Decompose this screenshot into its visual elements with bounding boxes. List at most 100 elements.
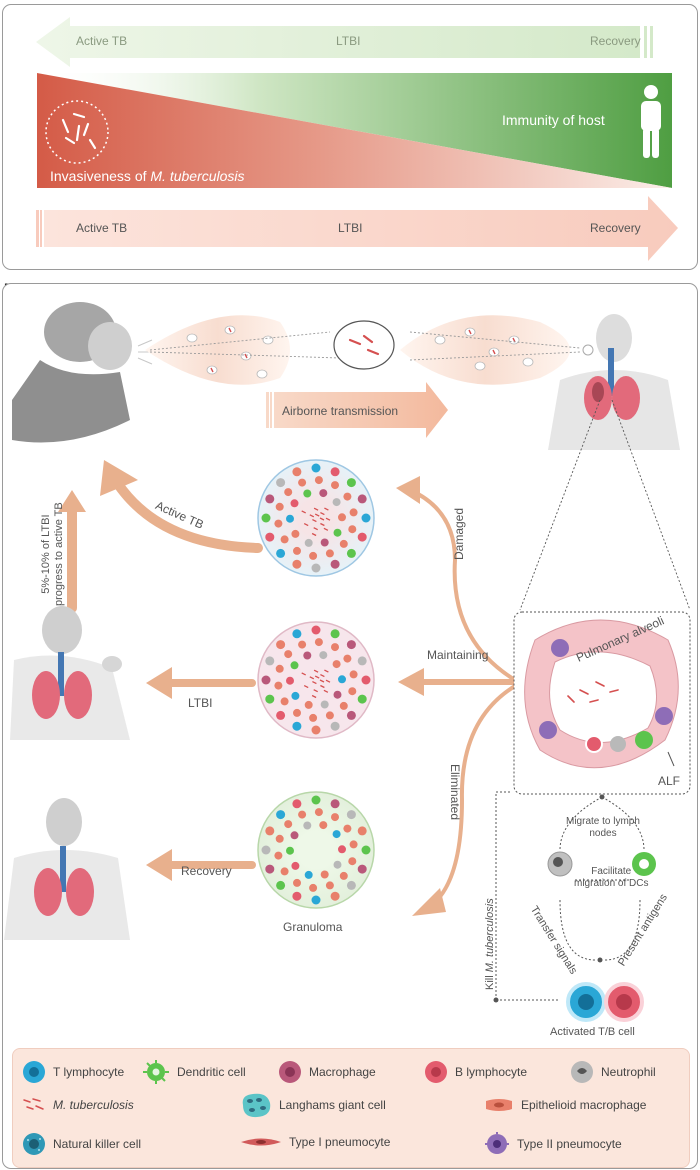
facilitate-label-line1: Facilitate <box>591 866 632 877</box>
invasiveness-prefix: Invasiveness of <box>50 168 151 184</box>
granuloma-cell <box>331 813 339 822</box>
granuloma-cell <box>348 525 357 534</box>
granuloma-cell <box>349 840 358 849</box>
migrate-label: Migrate to lymph nodes <box>566 816 640 840</box>
granuloma-cell <box>284 820 293 829</box>
legend-type-ii-pneumocyte-label: Type II pneumocyte <box>517 1137 622 1151</box>
granuloma-cell <box>265 532 275 542</box>
bacterium <box>309 676 315 680</box>
legend-type-ii-pneumocyte: Type II pneumocyte <box>483 1131 622 1157</box>
granuloma-cell <box>293 878 301 887</box>
bacterium <box>319 517 325 521</box>
legend-langhams-giant-cell: Langhams giant cell <box>239 1091 386 1119</box>
recovery-label: Recovery <box>181 864 232 878</box>
bacterium <box>312 681 317 685</box>
neutrophil-node <box>547 851 573 877</box>
granuloma-cell <box>330 559 340 569</box>
granuloma-cell <box>320 700 329 709</box>
granuloma-cell <box>291 861 300 870</box>
bacterium <box>313 689 318 693</box>
bacterium <box>319 679 325 683</box>
granuloma-cell <box>339 539 348 548</box>
granuloma-cell <box>293 546 301 555</box>
bacterium <box>301 510 306 514</box>
granuloma-cell <box>319 651 328 660</box>
granuloma-cell <box>339 701 348 710</box>
granuloma-cell <box>332 660 341 669</box>
granuloma-label: Granuloma <box>283 920 343 934</box>
granuloma-cell <box>292 721 302 731</box>
granuloma-cell <box>265 694 275 704</box>
bacterium <box>311 694 317 699</box>
granuloma-cell <box>330 629 340 639</box>
granuloma-cell <box>280 697 289 706</box>
bottom-arrow-active-tb: Active TB <box>76 221 128 235</box>
granuloma-cell <box>314 476 323 485</box>
legend-dendritic-cell-label: Dendritic cell <box>177 1065 246 1079</box>
granuloma-cell <box>292 629 302 639</box>
legend-dendritic-cell: Dendritic cell <box>141 1059 246 1085</box>
type-i-pneumocyte-icon <box>241 1138 281 1146</box>
facilitate-label: Facilitate migration of DCs <box>574 866 648 890</box>
top-arrow-ltbi: LTBI <box>336 34 361 48</box>
m-tuberculosis-icon <box>23 1098 44 1110</box>
bacterium <box>324 669 329 673</box>
airborne-label: Airborne transmission <box>282 404 399 418</box>
granuloma-cell <box>265 864 275 874</box>
granuloma-cell <box>343 492 352 501</box>
langhams-giant-cell-icon <box>242 1093 271 1118</box>
dendritic-cell-icon <box>143 1060 169 1084</box>
granuloma-cell <box>320 538 329 547</box>
bacterium <box>325 679 331 683</box>
granuloma-cell <box>331 481 339 490</box>
panel-a-graphic <box>36 17 678 261</box>
granuloma-cell <box>261 513 271 523</box>
activated-cell-label: Activated T/B cell <box>550 1026 635 1038</box>
bacterium <box>314 513 320 517</box>
granuloma-cell <box>357 656 367 666</box>
granuloma-cell <box>325 549 334 558</box>
type-ii-pneumocyte-icon <box>485 1132 509 1154</box>
bottom-arrow-recovery: Recovery <box>590 221 641 235</box>
granuloma-cell <box>290 831 299 840</box>
granuloma-cell <box>280 867 289 876</box>
bacterium <box>320 512 325 516</box>
granuloma-cell <box>330 799 340 809</box>
bacterium <box>313 527 318 531</box>
granuloma-cell <box>274 681 283 690</box>
granuloma-cell <box>276 710 286 720</box>
bacterium <box>301 672 306 676</box>
invasiveness-label: Invasiveness of M. tuberculosis <box>50 168 245 184</box>
dendritic-node <box>632 852 656 876</box>
granuloma-cell <box>338 675 346 684</box>
kill-prefix: Kill <box>484 972 496 990</box>
bacteria-cluster-icon <box>45 100 109 164</box>
granuloma-cell <box>275 502 284 511</box>
granuloma-cell <box>339 871 348 880</box>
granuloma-cell <box>348 857 357 866</box>
active-tb-curve <box>113 479 263 553</box>
bacterium <box>325 517 331 521</box>
damaged-label: Damaged <box>452 507 466 560</box>
granuloma-cell <box>319 489 328 498</box>
granuloma-cell <box>291 691 300 700</box>
granuloma-cell <box>280 535 289 544</box>
granuloma-cell <box>332 498 341 507</box>
granuloma-cell <box>276 880 286 890</box>
granuloma-cell <box>265 494 275 504</box>
granuloma-cell <box>309 883 318 892</box>
granuloma-cell <box>346 710 356 720</box>
migrate-label-line2: nodes <box>589 828 617 839</box>
legend-neutrophil-label: Neutrophil <box>601 1065 656 1079</box>
invasiveness-species: M. tuberculosis <box>150 168 245 184</box>
granuloma-cell <box>311 725 321 735</box>
bacterium <box>323 527 329 531</box>
red-wedge <box>37 73 672 188</box>
bacterium <box>313 669 319 673</box>
granuloma-cell <box>275 664 284 673</box>
top-arrow-active-tb: Active TB <box>76 34 128 48</box>
granuloma-cell <box>361 675 371 685</box>
granuloma-cell <box>265 826 275 836</box>
kill-species: M. tuberculosis <box>484 898 496 973</box>
bacterium <box>320 674 325 678</box>
